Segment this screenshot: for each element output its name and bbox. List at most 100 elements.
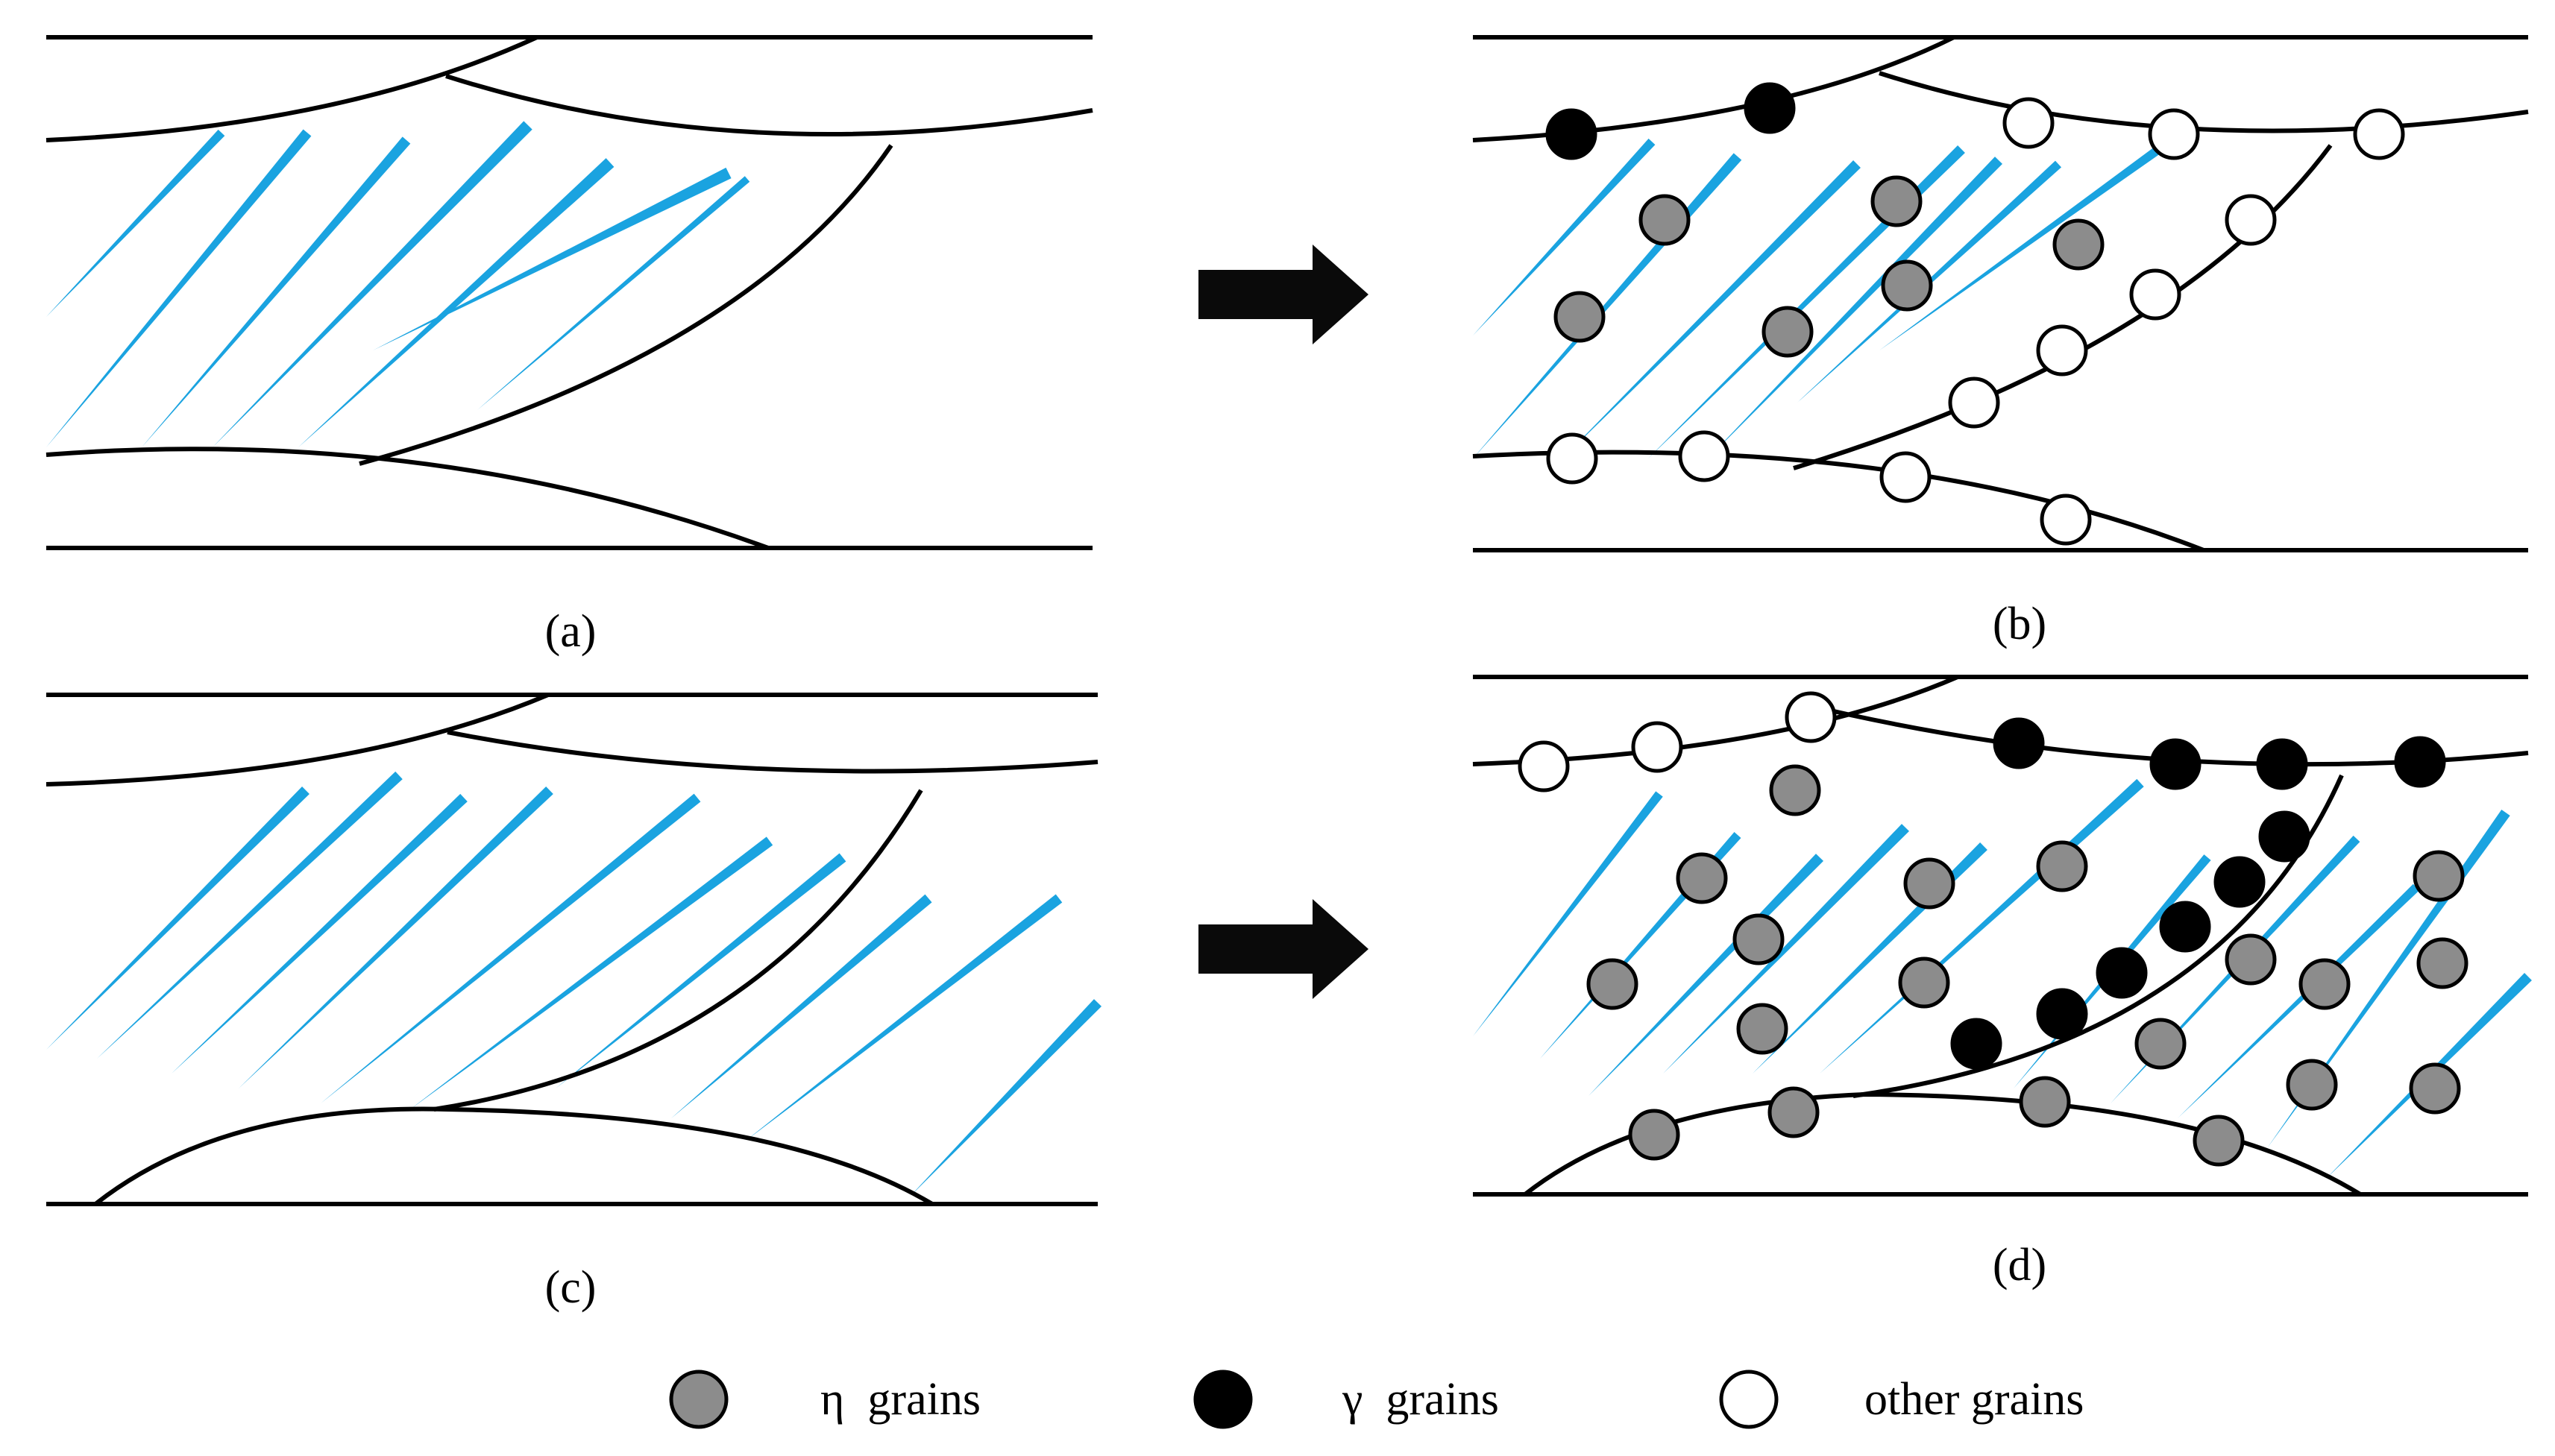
panel-c-hatch-line [671,894,932,1118]
panel-c-hatch-line [321,793,701,1103]
panel-a-hatch-line [373,167,732,350]
panel-b-other-grain [2036,324,2088,376]
panel-a [45,35,1093,550]
panel-d-gamma-grain [1950,1018,2002,1070]
panel-b-other-grain [2002,97,2055,149]
panel-d-gamma-grain [2258,810,2310,863]
panel-label-a: (a) [545,606,597,657]
panel-d-eta-grain [2416,937,2468,989]
panel-d-other-grain [1518,740,1570,792]
panel-d-eta-grain [2225,933,2277,986]
panel-b-hatch-line [1708,157,2003,459]
panel-d-gamma-grain [1993,717,2045,769]
panel-b-eta-grain [1870,175,1923,227]
panel-b-other-grain [2040,494,2092,546]
panel-a-hatch-line [477,176,750,410]
panel-c-hatching [46,771,1102,1197]
panel-b [1472,35,2529,552]
panel-d-eta-grain [2298,958,2351,1010]
panel-d-gamma-grain [2159,901,2211,953]
panel-c-hatch-line [172,793,468,1074]
panel-d-eta-grain [2036,840,2088,892]
panel-b-grains [1545,82,2405,546]
panel-label-c: (c) [545,1262,597,1313]
panel-d-gamma-grain [2149,738,2202,790]
legend-marker-gamma [1193,1370,1253,1429]
panel-a-hatch-line [298,158,615,448]
panel-d-eta-grain [1898,957,1950,1009]
panel-b-eta-grain [1553,291,1606,343]
panel-c-lower-dome [94,1106,934,1206]
panel-c [45,693,1102,1206]
panel-d-eta-grain [2134,1018,2187,1070]
panel-d-eta-grain [1732,913,1785,965]
panel-d-lower-dome [1524,1091,2362,1197]
panel-c-hatch-line [239,786,553,1088]
arrow-c-to-d [1198,899,1368,999]
panel-b-gamma-grain [1545,108,1597,160]
panel-label-d: (d) [1993,1240,2046,1290]
panel-c-hatch-line [746,894,1063,1141]
panel-d-gamma-grain [2394,736,2446,788]
panel-c-hatch-line [556,853,846,1088]
panel-d-gamma-grain [2096,947,2148,999]
panel-b-eta-grain [1881,259,1933,312]
panel-b-other-grain [2225,194,2277,246]
panel-d [1472,675,2532,1197]
legend: η grains γ grains other grains [669,1370,2084,1429]
panel-d-eta-grain [1903,857,1955,910]
panel-b-gamma-grain [1744,82,1796,134]
panel-d-eta-grain [1736,1003,1788,1055]
panel-b-diagonal-boundary [1793,144,2333,470]
panel-c-diagonal-boundary [433,789,923,1112]
panel-d-grains [1518,691,2468,1167]
panel-c-boundaries [45,693,1099,1206]
legend-marker-eta [669,1370,729,1429]
panel-d-hatch-line [1663,824,1909,1074]
panel-d-eta-grain [2193,1115,2245,1167]
panel-d-eta-grain [1628,1109,1680,1161]
panel-a-upper-left-boundary [45,35,538,142]
panel-b-hatch-line [1879,145,2162,350]
panel-b-other-grain [1879,451,1932,503]
panel-d-eta-grain [2286,1059,2338,1111]
panel-c-hatch-line [46,787,309,1050]
panel-b-eta-grain [1638,194,1691,246]
panel-b-other-grain [1948,376,2000,429]
panel-d-eta-grain [1586,958,1638,1010]
panel-b-hatch-line [1562,160,1861,459]
panel-b-other-grain [1678,430,1730,482]
panel-d-eta-grain [1676,852,1728,904]
panel-b-hatch-line [1473,138,1656,336]
panel-d-eta-grain [2409,1062,2461,1115]
panel-a-hatching [46,121,750,448]
panel-d-eta-grain [1769,764,1821,816]
panel-a-hatch-line [46,129,225,317]
legend-label-other: other grains [1864,1374,2084,1425]
panel-c-upper-right-boundary [447,730,1099,774]
panel-d-eta-grain [2019,1076,2071,1128]
panel-d-eta-grain [2413,850,2465,902]
legend-label-eta: η grains [820,1374,981,1425]
panel-c-upper-left-boundary [45,693,550,787]
panel-b-other-grain [2148,108,2200,160]
panel-a-hatch-line [213,121,532,447]
panel-d-gamma-grain [2036,988,2088,1040]
panel-a-lower-boundary [45,447,770,550]
panel-d-other-grain [1785,691,1837,743]
panel-d-gamma-grain [2256,738,2308,790]
panel-label-b: (b) [1993,599,2046,649]
panel-b-upper-left-boundary [1472,35,1955,142]
panel-c-hatch-line [410,836,773,1109]
panel-a-hatch-line [142,136,411,447]
panel-b-other-grain [1546,432,1598,485]
legend-label-gamma: γ grains [1342,1374,1499,1425]
arrow-a-to-b [1198,245,1368,344]
panel-d-hatch-line [1588,854,1824,1096]
panel-c-hatch-line [910,999,1102,1197]
panel-d-eta-grain [1767,1086,1820,1138]
panel-b-eta-grain [1762,306,1814,358]
panel-b-eta-grain [2052,218,2105,271]
panel-b-other-grain [2353,108,2405,160]
